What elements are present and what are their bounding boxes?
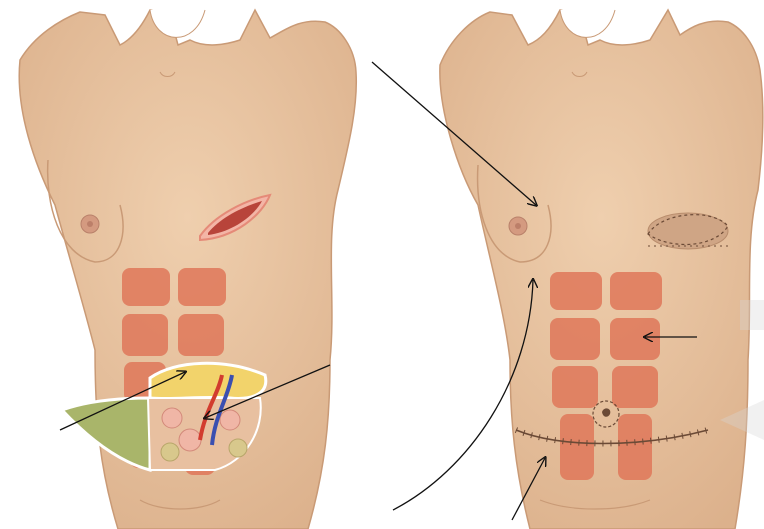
fat-pad	[150, 363, 266, 398]
right-torso-body	[440, 10, 763, 529]
left-torso	[19, 10, 356, 529]
right-torso	[440, 10, 763, 529]
